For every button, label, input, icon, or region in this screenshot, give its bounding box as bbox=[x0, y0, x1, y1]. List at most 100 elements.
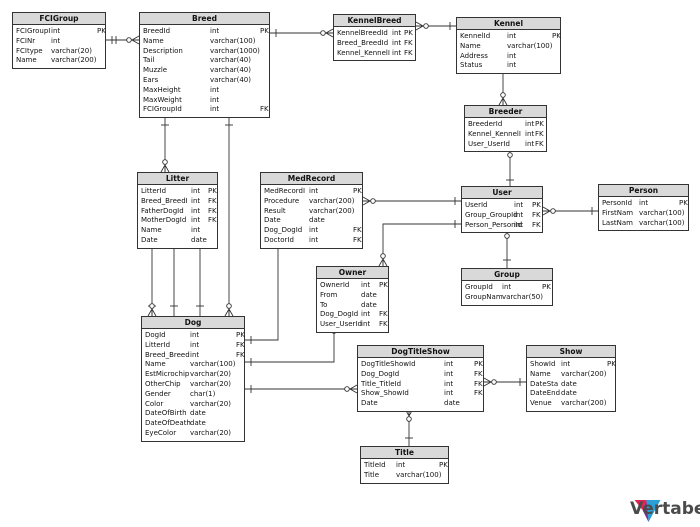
column-type: int bbox=[191, 196, 201, 205]
table-title: Breed bbox=[140, 13, 269, 25]
column-name: DateEnd bbox=[530, 389, 561, 398]
column-key: FK bbox=[208, 206, 217, 215]
column-key: FK bbox=[353, 235, 362, 244]
column-name: MaxHeight bbox=[143, 85, 181, 94]
column-name: Group_GroupId bbox=[465, 210, 518, 219]
optional-circle-mark bbox=[491, 379, 497, 385]
column-name: DateOfBirth bbox=[145, 409, 187, 418]
column-type: date bbox=[361, 290, 377, 299]
column-key: PK bbox=[679, 199, 688, 207]
column-name: GroupNam bbox=[465, 292, 503, 301]
